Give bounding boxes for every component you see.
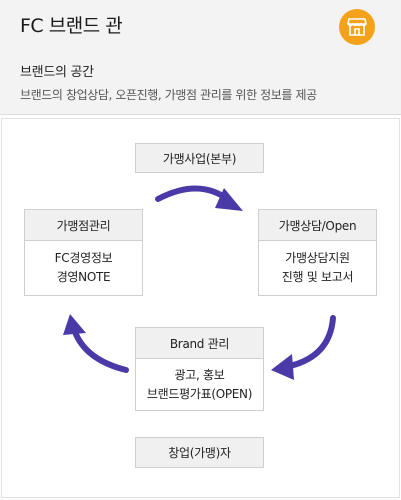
- section-description: 브랜드의 창업상담, 오픈진행, 가맹점 관리를 위한 정보를 제공: [20, 88, 317, 102]
- consulting-open-line: 가맹상담지원: [285, 251, 350, 265]
- franchise-hq-label: 가맹사업(본부): [162, 151, 237, 166]
- storefront-button[interactable]: [339, 9, 375, 45]
- brand-management-body: 광고, 홍보 브랜드평가표(OPEN): [136, 359, 263, 410]
- consulting-open-box: 가맹상담/Open 가맹상담지원 진행 및 보고서: [258, 209, 377, 296]
- founder-box: 창업(가맹)자: [135, 437, 264, 468]
- store-management-line: 경영NOTE: [56, 270, 111, 284]
- franchise-hq-box: 가맹사업(본부): [135, 143, 264, 173]
- consulting-open-line: 진행 및 보고서: [281, 270, 354, 284]
- page-header: FC 브랜드 관 브랜드의 공간 브랜드의 창업상담, 오픈진행, 가맹점 관리…: [0, 0, 401, 115]
- page-title: FC 브랜드 관: [20, 15, 123, 37]
- store-management-heading: 가맹점관리: [25, 210, 142, 241]
- brand-management-box: Brand 관리 광고, 홍보 브랜드평가표(OPEN): [135, 327, 264, 411]
- store-management-box: 가맹점관리 FC경영정보 경영NOTE: [24, 209, 143, 296]
- storefront-icon: [347, 18, 367, 36]
- brand-management-heading: Brand 관리: [136, 328, 263, 359]
- store-management-body: FC경영정보 경영NOTE: [25, 241, 142, 295]
- brand-management-line: 광고, 홍보: [174, 367, 225, 382]
- section-title: 브랜드의 공간: [20, 65, 94, 80]
- store-management-line: FC경영정보: [54, 251, 113, 265]
- brand-management-line: 브랜드평가표(OPEN): [146, 386, 253, 401]
- consulting-open-heading: 가맹상담/Open: [259, 210, 376, 241]
- diagram-panel: [1, 118, 400, 498]
- consulting-open-body: 가맹상담지원 진행 및 보고서: [259, 241, 376, 295]
- founder-label: 창업(가맹)자: [168, 446, 231, 460]
